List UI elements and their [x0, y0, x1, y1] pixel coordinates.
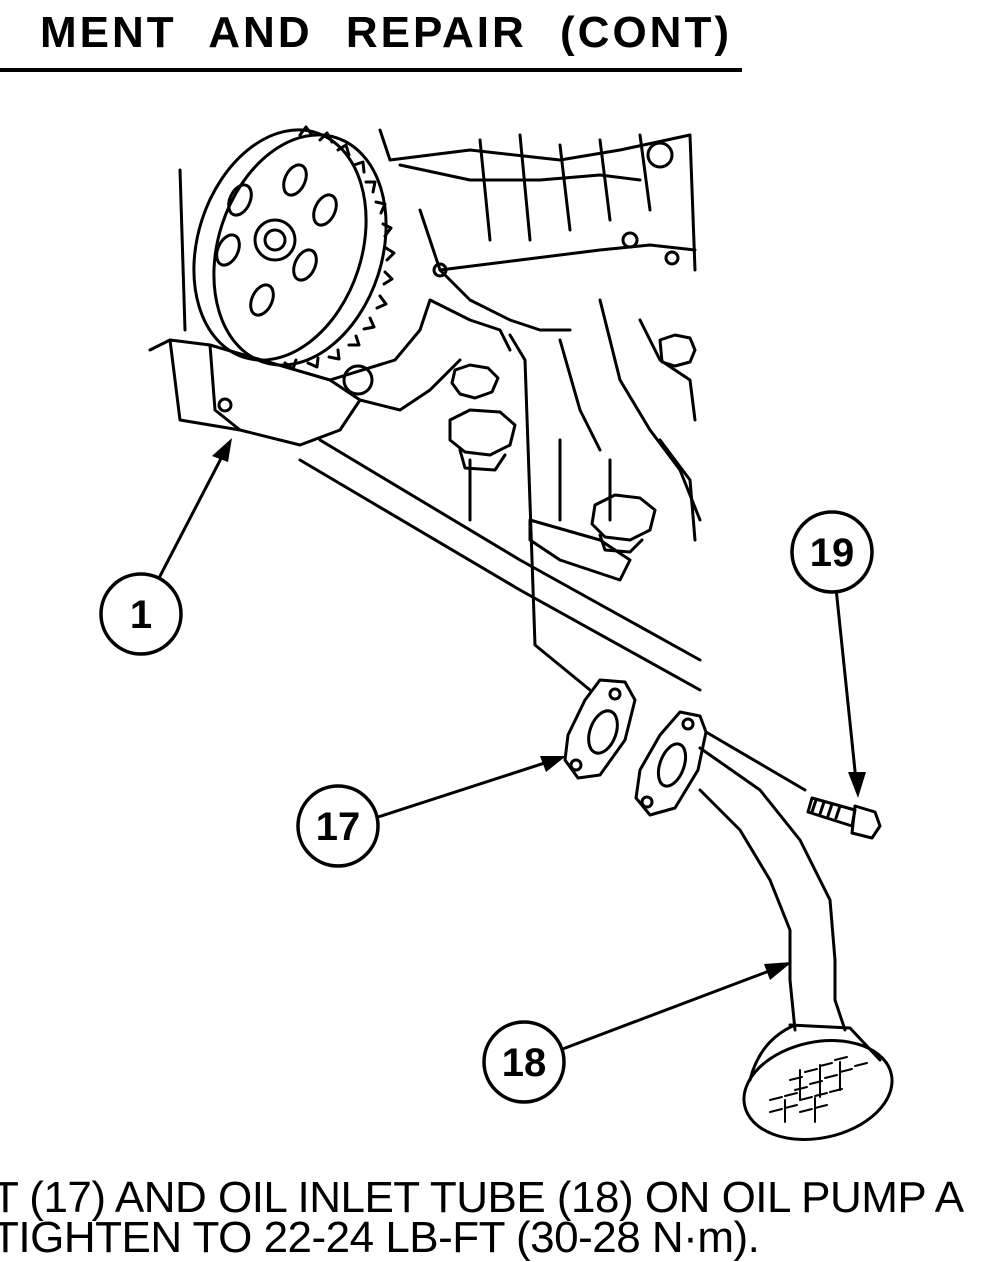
- callout-19-label: 19: [810, 531, 855, 575]
- callout-17-label: 17: [316, 805, 361, 849]
- callout-18: 18: [482, 1020, 566, 1104]
- callout-18-label: 18: [502, 1041, 547, 1085]
- instruction-line-1: T (17) AND OIL INLET TUBE (18) ON OIL PU…: [0, 1173, 964, 1222]
- gasket: [563, 678, 637, 780]
- oil-inlet-tube: [698, 730, 847, 1032]
- oil-pan-rail: [298, 438, 702, 692]
- callout-1-label: 1: [130, 593, 152, 637]
- leader-arrowheads: [212, 438, 866, 980]
- block-bolt: [590, 493, 657, 554]
- oil-pump-housing: [148, 298, 512, 447]
- block-bolt: [448, 408, 517, 472]
- page-title: MENT AND REPAIR (CONT): [40, 8, 732, 57]
- instruction-line-2: TIGHTEN TO 22-24 LB-FT (30-28 N·m).: [0, 1213, 760, 1262]
- block-bolt: [658, 333, 697, 368]
- callout-19: 19: [790, 510, 874, 594]
- page-header: MENT AND REPAIR (CONT): [0, 0, 742, 72]
- engine-block: [378, 128, 702, 542]
- alignment-line: [508, 333, 592, 692]
- timing-sprocket: [178, 125, 396, 371]
- block-bolt: [450, 363, 500, 400]
- oil-pickup-screen: [742, 1023, 894, 1141]
- leader-lines: [156, 443, 859, 1052]
- inlet-tube-flange: [634, 710, 708, 817]
- mounting-bolt: [806, 796, 882, 840]
- callout-17: 17: [296, 784, 380, 868]
- illustration-svg: 1 17 18 19: [99, 125, 894, 1141]
- callout-1: 1: [99, 572, 183, 656]
- exploded-view-illustration: 1 17 18 19: [0, 100, 1003, 1170]
- instruction-text: T (17) AND OIL INLET TUBE (18) ON OIL PU…: [0, 1173, 1003, 1262]
